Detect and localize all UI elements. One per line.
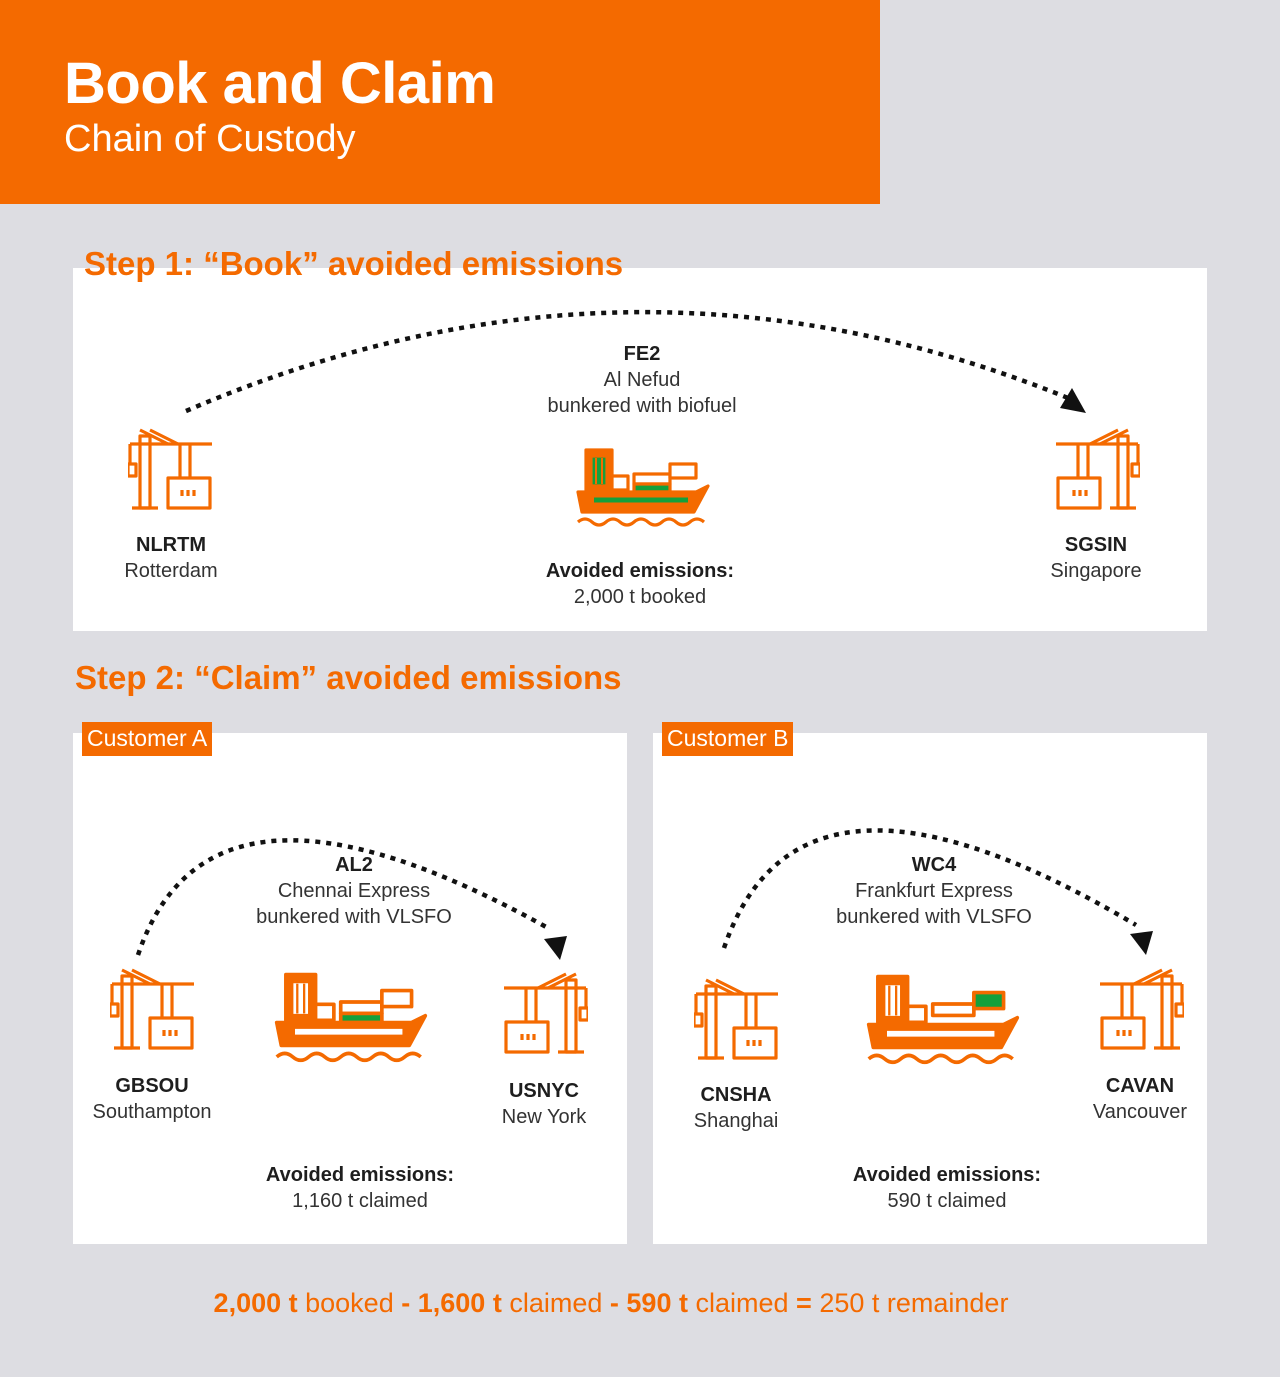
customer-b-panel [653, 733, 1207, 1244]
customer-b-service: WC4 Frankfurt Express bunkered with VLSF… [836, 852, 1032, 930]
step1-service: FE2 Al Nefud bunkered with biofuel [547, 341, 736, 419]
remainder-value: 250 t remainder [819, 1288, 1009, 1318]
customer-a-tag: Customer A [82, 722, 213, 756]
emissions-label: Avoided emissions: [545, 560, 735, 582]
minus-sign: - [401, 1288, 411, 1318]
port-code: GBSOU [115, 1075, 189, 1097]
container-ship-icon [866, 974, 1020, 1065]
port-name: New York [501, 1106, 587, 1128]
claimed-b-word: claimed [695, 1288, 789, 1318]
step1-panel [73, 268, 1207, 631]
emissions-label: Avoided emissions: [852, 1164, 1042, 1186]
vessel-name: Al Nefud [603, 369, 681, 391]
port-crane-icon [694, 978, 778, 1060]
claimed-b-value: 590 t [626, 1288, 688, 1318]
customer-a-destination: USNYC New York [502, 1078, 587, 1130]
port-name: Singapore [1050, 560, 1142, 582]
port-name: Rotterdam [124, 560, 218, 582]
fuel-type: bunkered with VLSFO [256, 906, 452, 928]
balance-equation: 2,000 t booked - 1,600 t claimed - 590 t… [0, 1288, 1222, 1319]
container-ship-icon [576, 448, 710, 527]
page-title: Book and Claim [64, 51, 496, 116]
customer-a-emissions: Avoided emissions: 1,160 t claimed [266, 1162, 454, 1214]
customer-b-tag: Customer B [662, 722, 794, 756]
vessel-name: Chennai Express [277, 880, 431, 902]
step1-emissions: Avoided emissions: 2,000 t booked [546, 558, 734, 610]
port-name: Vancouver [1092, 1101, 1188, 1123]
port-name: Southampton [92, 1101, 212, 1123]
customer-b-origin: CNSHA Shanghai [694, 1082, 779, 1134]
step1-destination: SGSIN Singapore [1050, 532, 1141, 584]
port-code: CNSHA [700, 1084, 772, 1106]
port-name: Shanghai [693, 1110, 779, 1132]
customer-b-emissions: Avoided emissions: 590 t claimed [853, 1162, 1041, 1214]
port-crane-icon [110, 968, 194, 1050]
port-crane-icon [1056, 428, 1140, 510]
customer-b-destination: CAVAN Vancouver [1093, 1073, 1187, 1125]
fuel-type: bunkered with VLSFO [836, 906, 1032, 928]
port-code: USNYC [508, 1080, 579, 1102]
step1-origin: NLRTM Rotterdam [124, 532, 217, 584]
emissions-label: Avoided emissions: [265, 1164, 455, 1186]
vessel-name: Frankfurt Express [855, 880, 1013, 902]
booked-value: 2,000 t [213, 1288, 298, 1318]
emissions-value: 590 t claimed [887, 1190, 1007, 1212]
service-code: WC4 [911, 854, 957, 876]
step2-heading: Step 2: “Claim” avoided emissions [75, 659, 622, 696]
port-crane-icon [128, 428, 212, 510]
port-crane-icon [1100, 968, 1184, 1050]
service-code: AL2 [335, 854, 373, 876]
port-code: NLRTM [136, 534, 206, 556]
emissions-value: 1,160 t claimed [292, 1190, 428, 1212]
service-code: FE2 [623, 343, 661, 365]
page-subtitle: Chain of Custody [64, 118, 356, 160]
emissions-value: 2,000 t booked [573, 586, 707, 608]
fuel-type: bunkered with biofuel [547, 395, 737, 417]
claimed-a-value: 1,600 t [417, 1288, 502, 1318]
booked-word: booked [305, 1288, 394, 1318]
minus-sign: - [609, 1288, 619, 1318]
port-code: CAVAN [1105, 1075, 1175, 1097]
equals-sign: = [796, 1288, 812, 1318]
customer-a-service: AL2 Chennai Express bunkered with VLSFO [256, 852, 452, 930]
port-code: SGSIN [1064, 534, 1128, 556]
customer-a-origin: GBSOU Southampton [93, 1073, 212, 1125]
claimed-a-word: claimed [509, 1288, 603, 1318]
port-crane-icon [504, 972, 588, 1054]
header-banner: Book and Claim Chain of Custody [0, 0, 880, 204]
container-ship-icon [274, 972, 428, 1063]
step1-heading: Step 1: “Book” avoided emissions [84, 245, 624, 282]
